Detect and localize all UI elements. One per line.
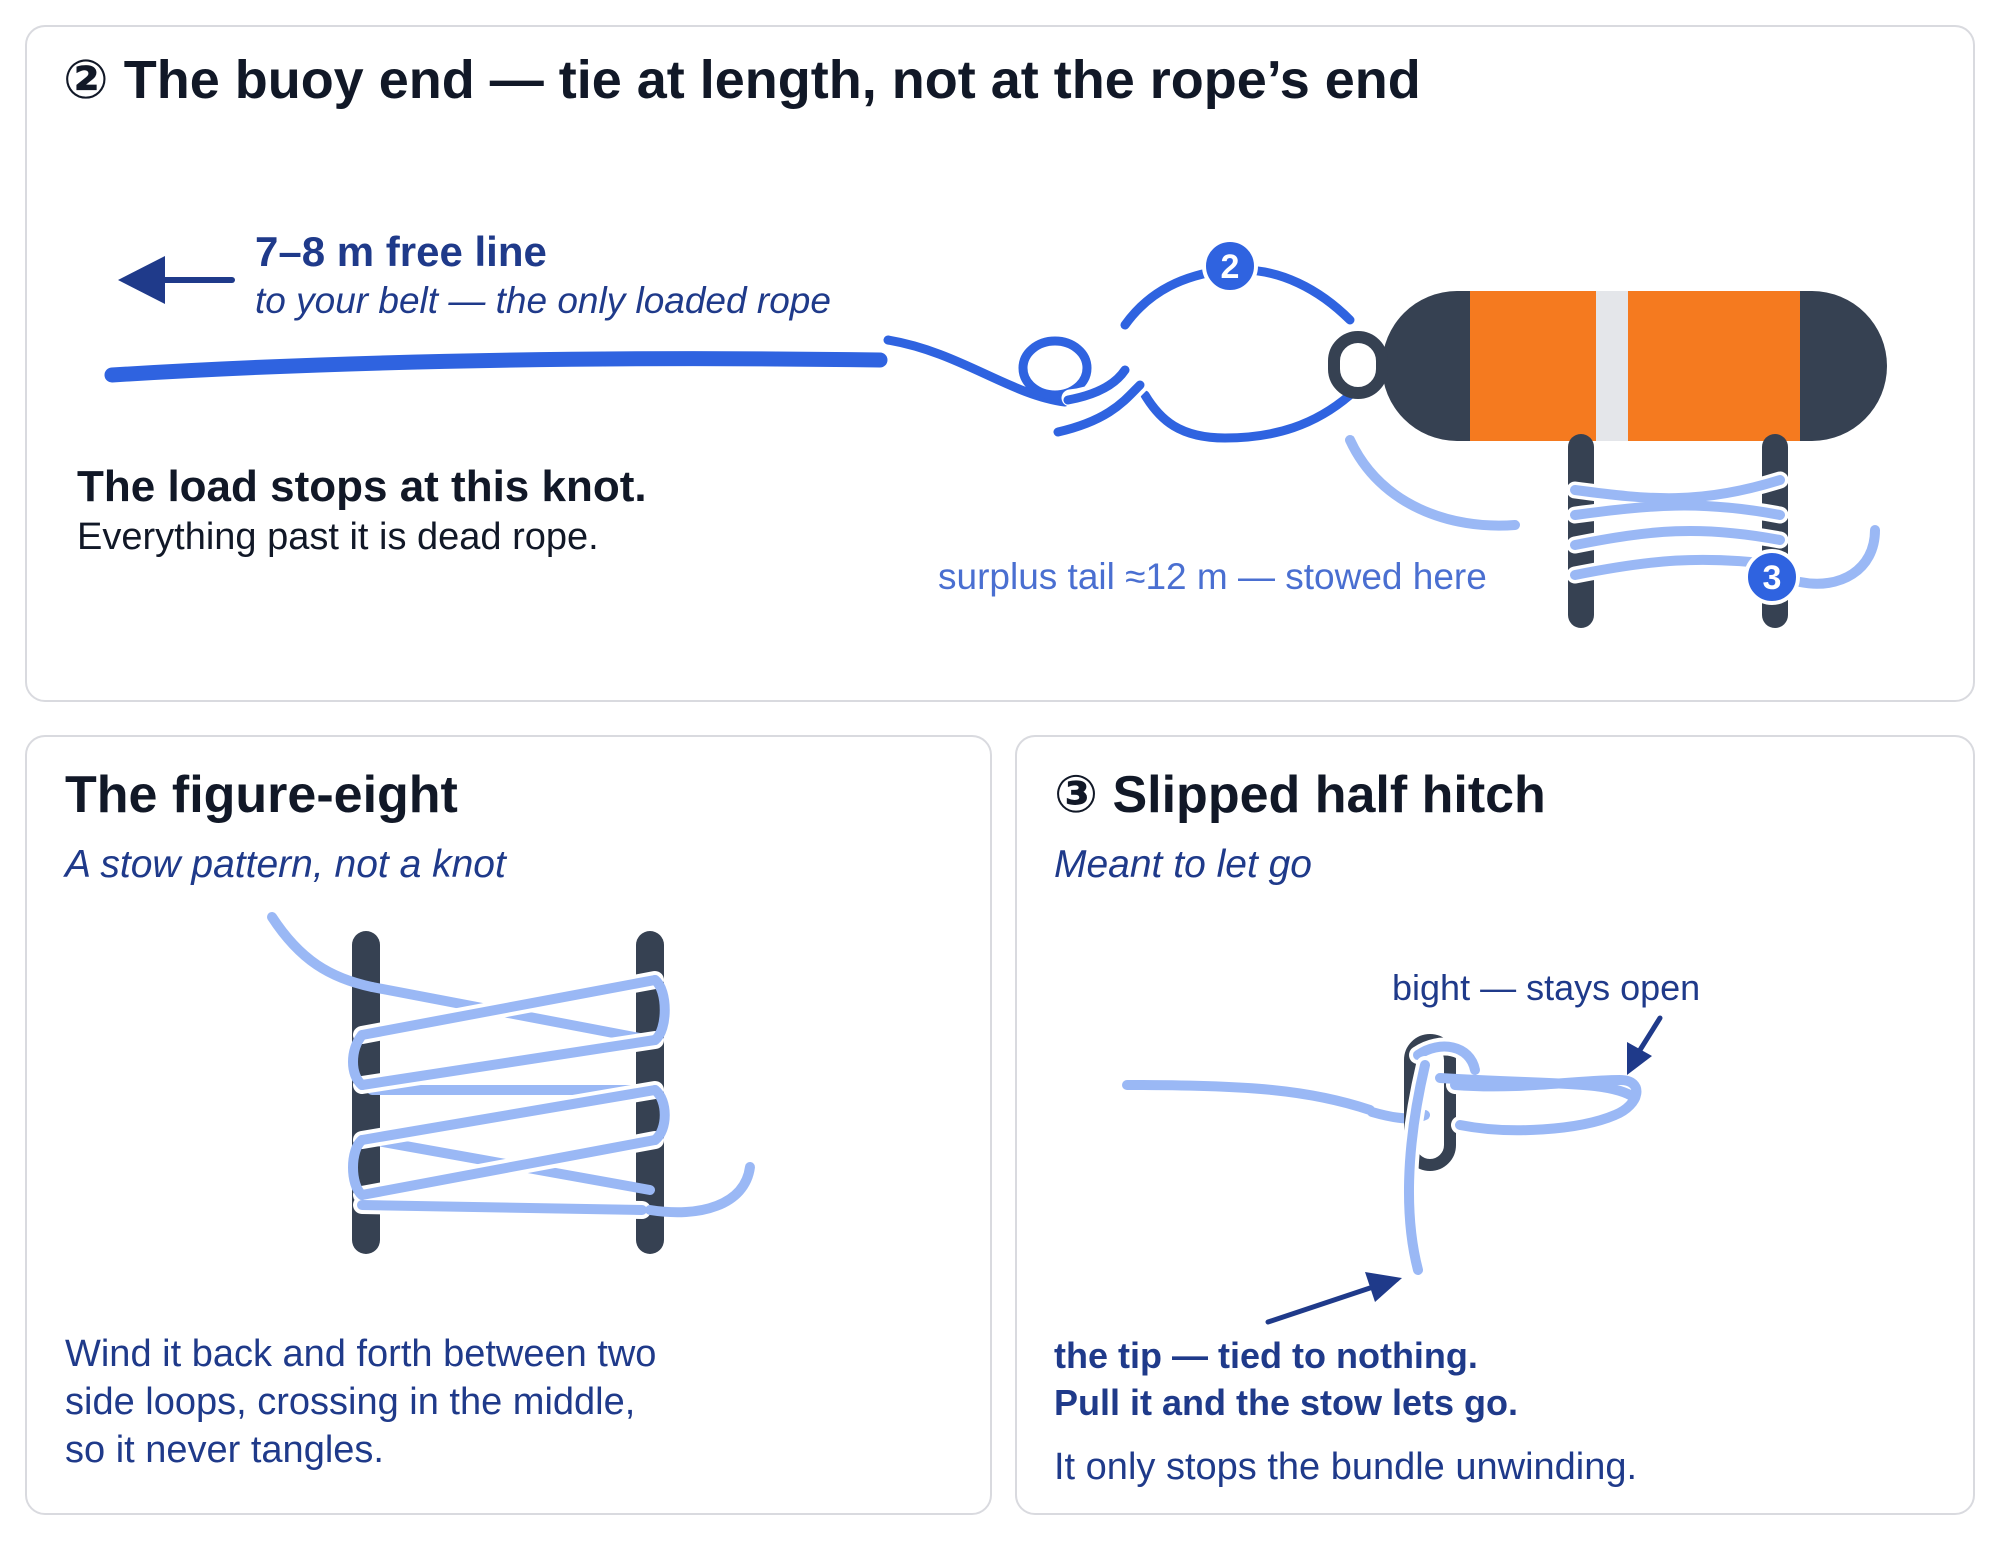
left-arrow-icon — [118, 256, 235, 304]
figure-eight-body-line-3: so it never tangles. — [65, 1429, 384, 1471]
bight-label: bight — stays open — [1392, 967, 1701, 1008]
loaded-rope — [104, 351, 888, 383]
half-hitch-title: ③ Slipped half hitch — [1054, 766, 1546, 824]
free-line-sublabel: to your belt — the only loaded rope — [255, 280, 831, 321]
tip-label-line-2: Pull it and the stow lets go. — [1054, 1382, 1519, 1423]
figure-eight-subtitle: A stow pattern, not a knot — [65, 843, 506, 886]
surplus-tail-label: surplus tail ≈12 m — stowed here — [938, 556, 1487, 597]
figure-eight-title: The figure-eight — [65, 766, 458, 824]
knot-badge: 2 — [1202, 238, 1258, 294]
figure-eight-body-line-1: Wind it back and forth between two — [65, 1333, 657, 1375]
svg-text:2: 2 — [1221, 248, 1240, 286]
figure-eight-knot — [1018, 261, 1355, 443]
mini-stow — [1566, 434, 1880, 628]
tip-label-line-1: the tip — tied to nothing. — [1054, 1335, 1478, 1376]
half-hitch-subtitle: Meant to let go — [1054, 843, 1312, 886]
load-stop-heading: The load stops at this knot. — [77, 462, 647, 511]
slipped-half-hitch — [1122, 1034, 1646, 1279]
bight-arrow-icon — [1627, 1015, 1663, 1075]
svg-text:3: 3 — [1763, 559, 1782, 597]
figure-eight-panel — [25, 735, 992, 1515]
buoy-icon — [1328, 291, 1887, 441]
half-hitch-body: It only stops the bundle unwinding. — [1054, 1446, 1638, 1488]
buoy-end-title: ② The buoy end — tie at length, not at t… — [63, 50, 1421, 110]
figure-eight-stow — [267, 912, 755, 1254]
free-line-label: 7–8 m free line — [255, 228, 547, 275]
hitch-badge: 3 — [1744, 549, 1800, 605]
load-stop-body: Everything past it is dead rope. — [77, 516, 599, 558]
surplus-tail-rope — [1345, 435, 1520, 531]
tip-arrow-icon — [1265, 1272, 1402, 1325]
figure-eight-body-line-2: side loops, crossing in the middle, — [65, 1381, 636, 1423]
